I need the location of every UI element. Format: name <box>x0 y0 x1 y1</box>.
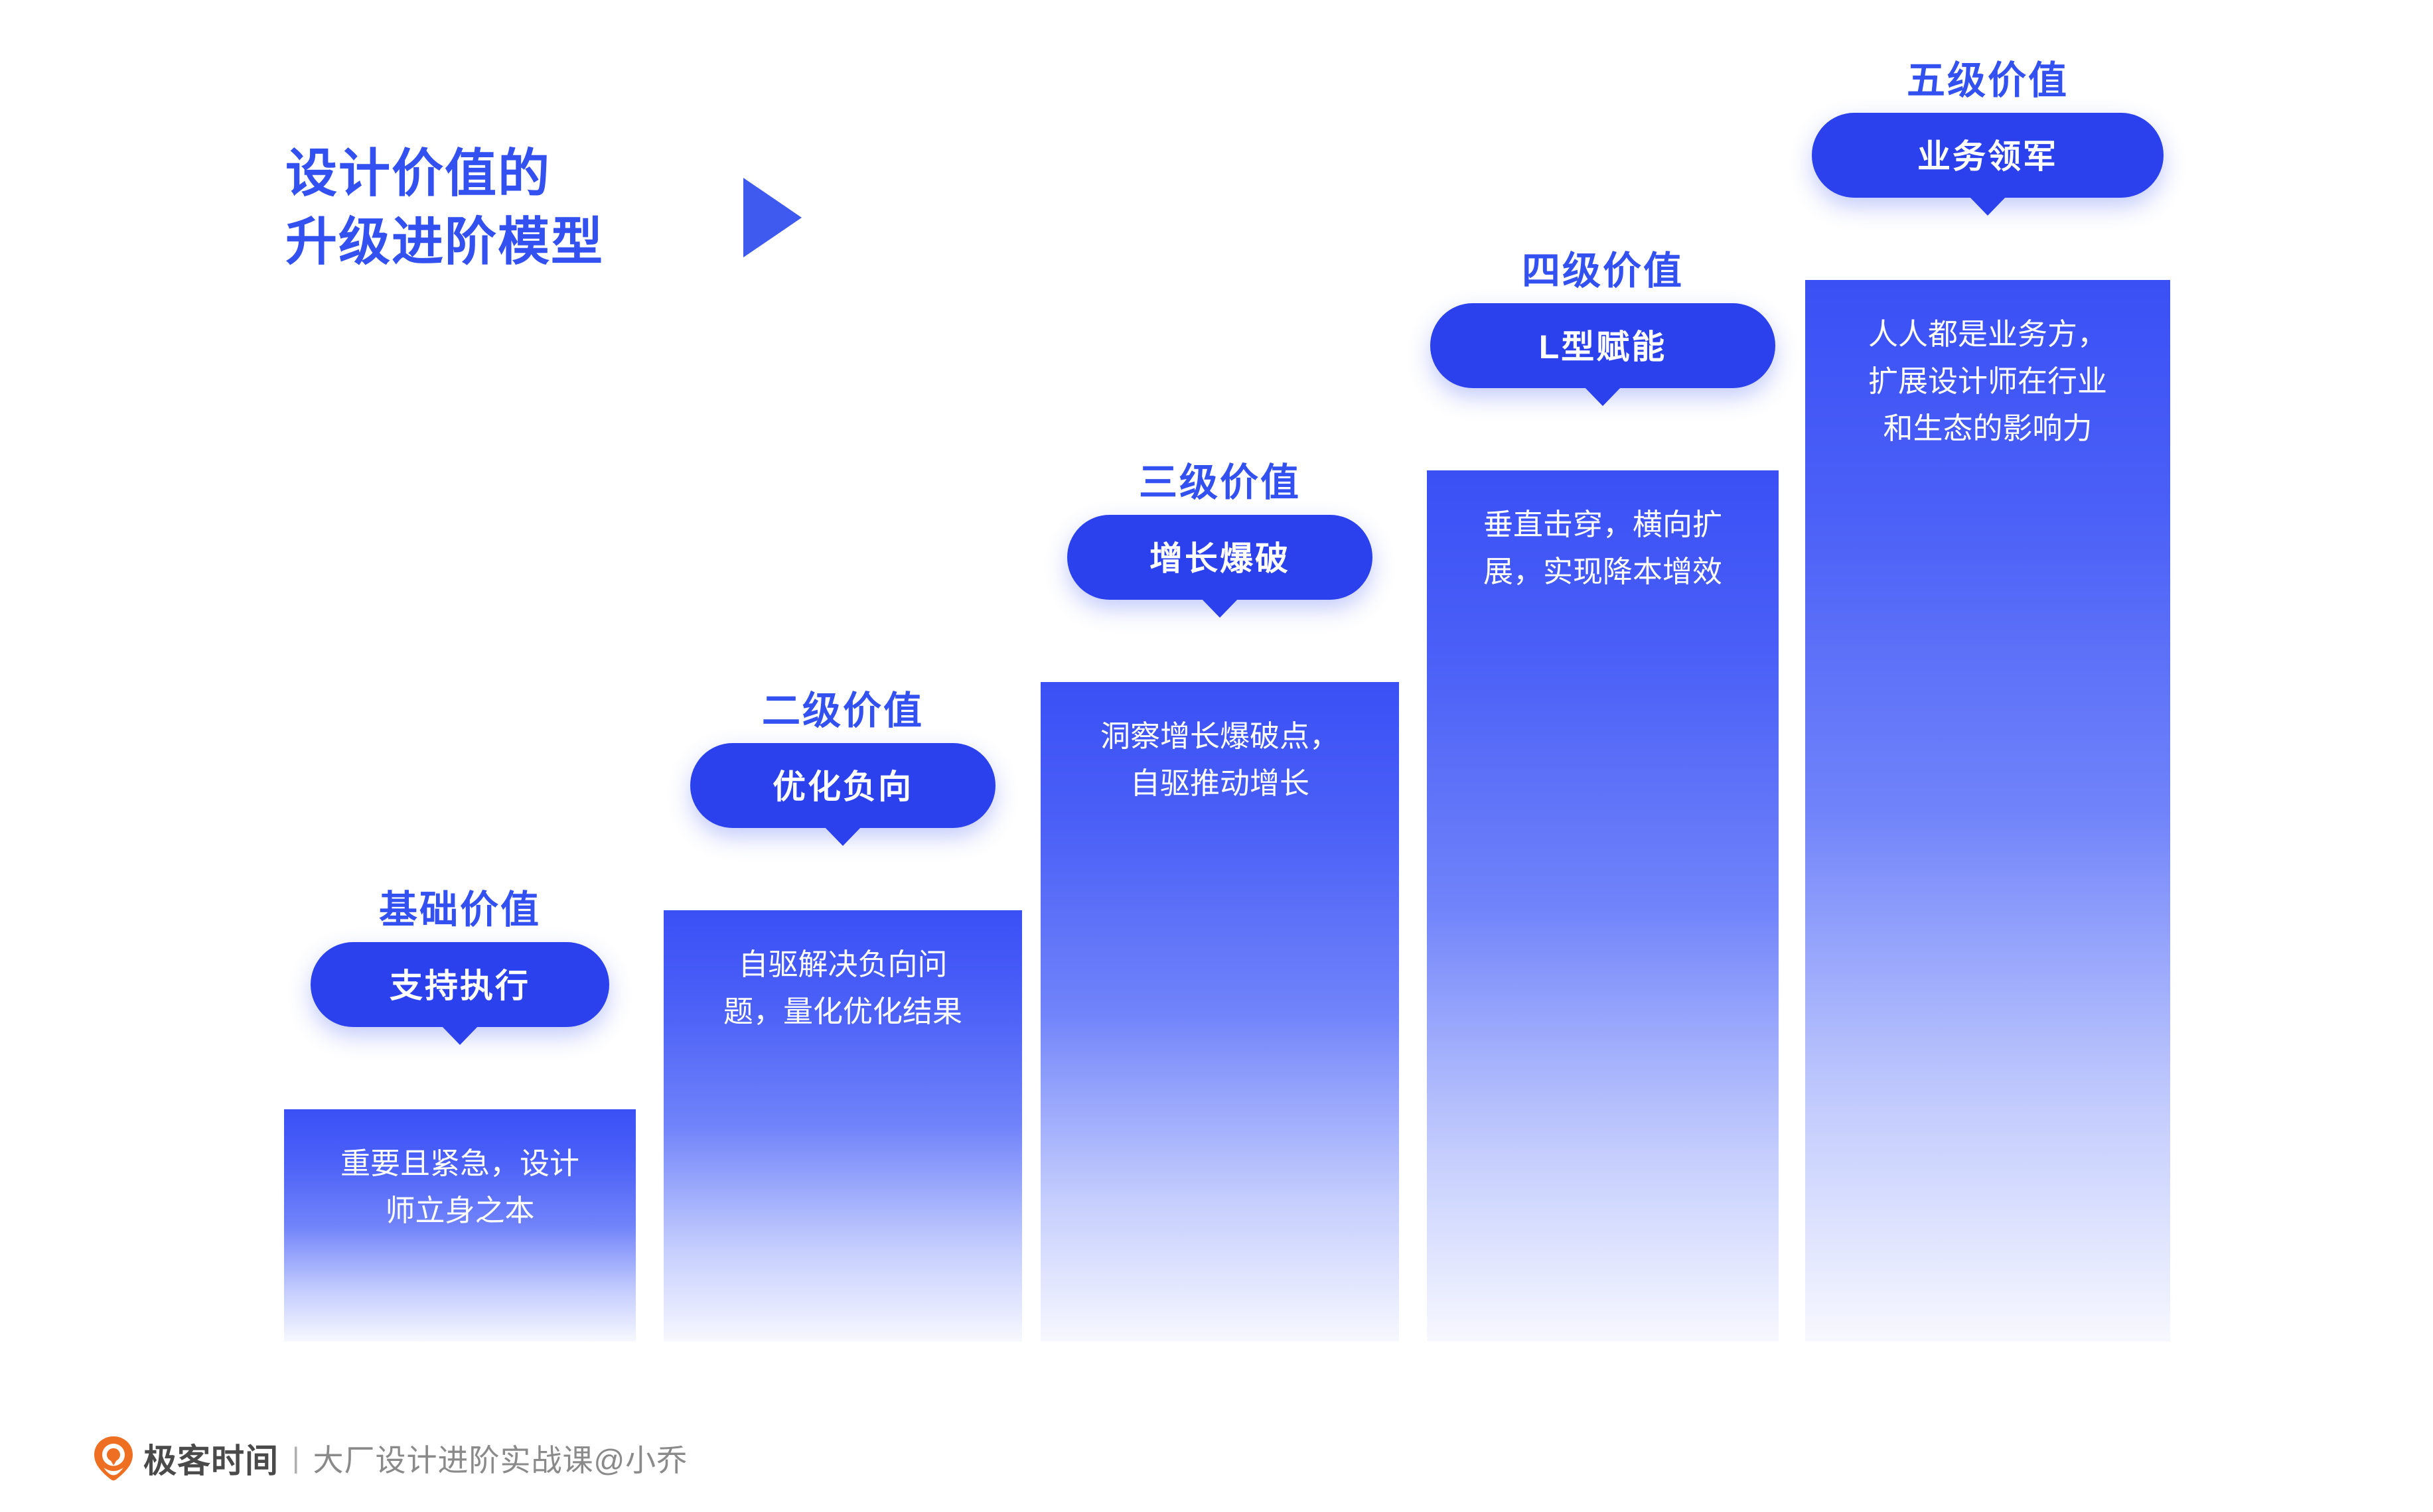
level-pill-3[interactable]: 增长爆破 <box>1067 515 1372 618</box>
value-bar-text-4: 垂直击穿，横向扩 展，实现降本增效 <box>1483 508 1722 589</box>
value-bar-3: 洞察增长爆破点， 自驱推动增长 <box>1041 682 1399 1341</box>
level-label-3: 三级价值 <box>1138 461 1301 504</box>
value-bar-text-1: 重要且紧急，设计 师立身之本 <box>340 1146 579 1228</box>
value-bar-4: 垂直击穿，横向扩 展，实现降本增效 <box>1427 470 1779 1341</box>
value-bar-2: 自驱解决负向问 题，量化优化结果 <box>664 910 1022 1341</box>
footer-separator: | <box>292 1442 300 1474</box>
value-bar-1: 重要且紧急，设计 师立身之本 <box>284 1109 636 1341</box>
level-label-5: 五级价值 <box>1906 59 2069 102</box>
level-pill-label-5: 业务领军 <box>1917 138 2058 175</box>
pill-tail-icon-3 <box>1201 598 1239 618</box>
level-pill-label-3: 增长爆破 <box>1149 540 1290 577</box>
title-line-1: 设计价值的 <box>285 144 552 202</box>
value-column-3: 三级价值 增长爆破 洞察增长爆破点， 自驱推动增长 <box>1041 456 1399 1341</box>
value-column-1: 基础价值 支持执行 重要且紧急，设计 师立身之本 <box>284 884 636 1341</box>
level-pill-label-2: 优化负向 <box>773 768 913 805</box>
level-pill-label-1: 支持执行 <box>390 967 530 1004</box>
value-bar-text-5: 人人都是业务方， 扩展设计师在行业 和生态的影响力 <box>1868 317 2107 446</box>
brand-name: 极客时间 <box>143 1442 279 1479</box>
level-pill-5[interactable]: 业务领军 <box>1812 113 2164 216</box>
value-bar-text-2: 自驱解决负向问 题，量化优化结果 <box>723 947 962 1029</box>
geekbang-pin-logo-icon <box>94 1436 133 1481</box>
pill-tail-icon-5 <box>1968 196 2007 216</box>
level-pill-label-4: L型赋能 <box>1538 328 1667 366</box>
level-label-4: 四级价值 <box>1521 249 1684 293</box>
level-pill-1[interactable]: 支持执行 <box>311 942 609 1045</box>
value-column-4: 四级价值 L型赋能 垂直击穿，横向扩 展，实现降本增效 <box>1427 245 1779 1341</box>
pill-tail-icon-4 <box>1584 386 1622 406</box>
page-title: 设计价值的 升级进阶模型 <box>285 139 723 276</box>
pill-tail-icon-1 <box>441 1025 479 1045</box>
level-label-2: 二级价值 <box>761 689 924 732</box>
course-name: 大厂设计进阶实战课@小乔 <box>313 1443 688 1478</box>
footer-branding: 极客时间 | 大厂设计进阶实战课@小乔 <box>93 1434 688 1482</box>
value-column-5: 五级价值 业务领军 人人都是业务方， 扩展设计师在行业 和生态的影响力 <box>1805 54 2170 1341</box>
title-line-2: 升级进阶模型 <box>285 212 605 271</box>
value-column-2: 二级价值 优化负向 自驱解决负向问 题，量化优化结果 <box>664 685 1022 1341</box>
level-pill-4[interactable]: L型赋能 <box>1430 303 1775 406</box>
pill-tail-icon-2 <box>824 826 862 846</box>
level-pill-2[interactable]: 优化负向 <box>690 743 995 846</box>
value-bar-text-3: 洞察增长爆破点， 自驱推动增长 <box>1100 719 1339 801</box>
value-bar-5: 人人都是业务方， 扩展设计师在行业 和生态的影响力 <box>1805 280 2170 1341</box>
level-label-1: 基础价值 <box>378 888 542 931</box>
play-triangle-right-icon <box>743 178 802 257</box>
